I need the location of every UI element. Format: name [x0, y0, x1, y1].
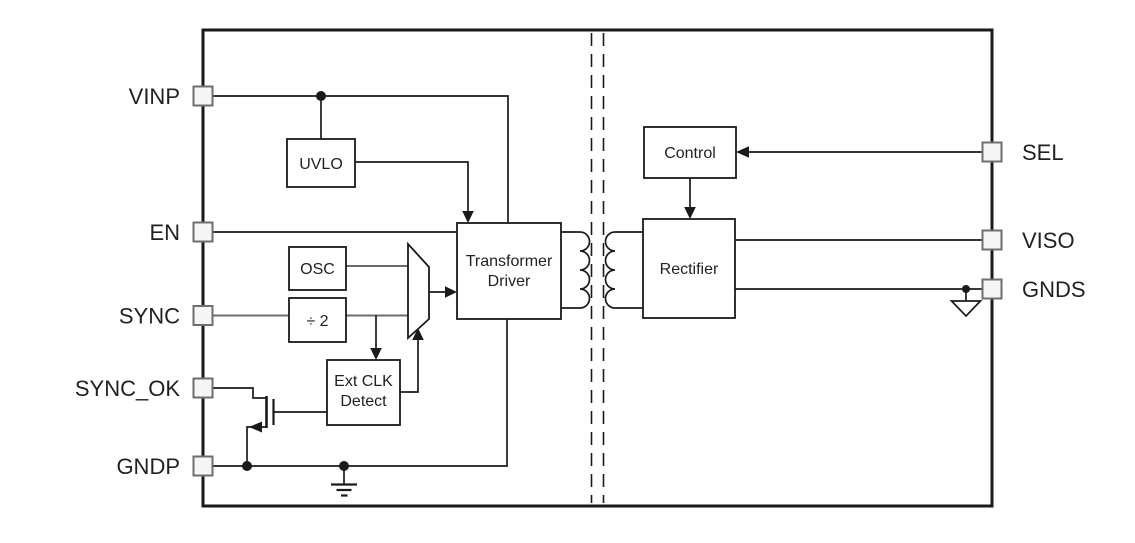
pin-square-sync-ok — [192, 377, 214, 399]
uvlo-box — [286, 138, 356, 188]
block-div2: ÷ 2 — [288, 297, 347, 343]
iso-ground-triangle-icon — [949, 300, 983, 318]
pin-label-gnds: GNDS — [1022, 277, 1086, 302]
pin-square-gnds — [981, 278, 1003, 300]
pin-square-vinp — [192, 85, 214, 107]
block-control: Control — [643, 126, 737, 179]
osc-box — [288, 246, 347, 291]
pin-label-en: EN — [149, 220, 180, 245]
arrowhead-sel — [736, 146, 749, 158]
ground-symbol-secondary — [949, 289, 983, 318]
pin-vinp: VINP — [129, 84, 214, 109]
pin-square-sync — [192, 305, 214, 326]
pin-square-gndp — [192, 455, 214, 477]
arrowhead-mux-select — [412, 328, 424, 340]
rectifier-label: Rectifier — [660, 261, 719, 278]
junction-dot — [242, 461, 252, 471]
rectifier-box — [642, 218, 736, 319]
div2-label: ÷ 2 — [306, 313, 328, 330]
wire-sync-ok-drain — [212, 387, 266, 399]
chip-outline — [201, 28, 994, 508]
pin-sel: SEL — [981, 140, 1064, 165]
control-box — [643, 126, 737, 179]
pin-square-en — [192, 221, 214, 243]
transformer-driver-label-1: Transformer — [466, 253, 553, 270]
block-ext-clk-detect: Ext CLK Detect — [326, 359, 401, 426]
mosfet-source-arrow — [249, 421, 262, 433]
control-label: Control — [664, 145, 716, 162]
pin-square-viso — [981, 229, 1003, 251]
pin-sync: SYNC — [119, 304, 214, 329]
pin-label-gndp: GNDP — [116, 454, 180, 479]
pin-label-vinp: VINP — [129, 84, 180, 109]
block-transformer-driver: Transformer Driver — [456, 222, 562, 320]
pin-gnds: GNDS — [981, 277, 1086, 302]
block-uvlo: UVLO — [286, 138, 356, 188]
wire-ext-clk-select — [400, 340, 419, 393]
wire-uvlo-out — [355, 161, 469, 212]
osc-label: OSC — [300, 261, 335, 278]
arrowhead-mux-out — [445, 286, 457, 298]
pin-gndp: GNDP — [116, 454, 214, 479]
arrowhead-uvlo — [462, 211, 474, 223]
junction-dot — [316, 91, 326, 101]
wire-gndp — [212, 319, 508, 467]
transformer-driver-box — [456, 222, 562, 320]
ext-clk-detect-label-2: Detect — [340, 393, 387, 410]
mux-shape — [407, 241, 430, 341]
wire-vinp — [212, 95, 509, 223]
pin-square-sel — [981, 141, 1003, 163]
block-osc: OSC — [288, 246, 347, 291]
arrowhead-ext-clk — [370, 348, 382, 360]
uvlo-label: UVLO — [299, 156, 343, 173]
pin-label-sel: SEL — [1022, 140, 1064, 165]
pin-label-viso: VISO — [1022, 228, 1075, 253]
transformer-secondary-winding — [604, 231, 643, 309]
transformer-primary-winding — [561, 231, 591, 309]
pin-label-sync-ok: SYNC_OK — [75, 376, 180, 401]
arrowhead-control — [684, 207, 696, 219]
ext-clk-detect-box — [326, 359, 401, 426]
ext-clk-detect-label-1: Ext CLK — [334, 373, 393, 390]
wire-mosfet-source — [246, 426, 267, 466]
pin-label-sync: SYNC — [119, 304, 180, 329]
pin-viso: VISO — [981, 228, 1075, 253]
div2-box — [288, 297, 347, 343]
pin-sync-ok: SYNC_OK — [75, 376, 214, 401]
transformer-driver-label-2: Driver — [488, 273, 531, 290]
ground-symbol-primary — [331, 466, 357, 497]
block-mux — [407, 241, 430, 341]
block-rectifier: Rectifier — [642, 218, 736, 319]
pin-en: EN — [149, 220, 214, 245]
